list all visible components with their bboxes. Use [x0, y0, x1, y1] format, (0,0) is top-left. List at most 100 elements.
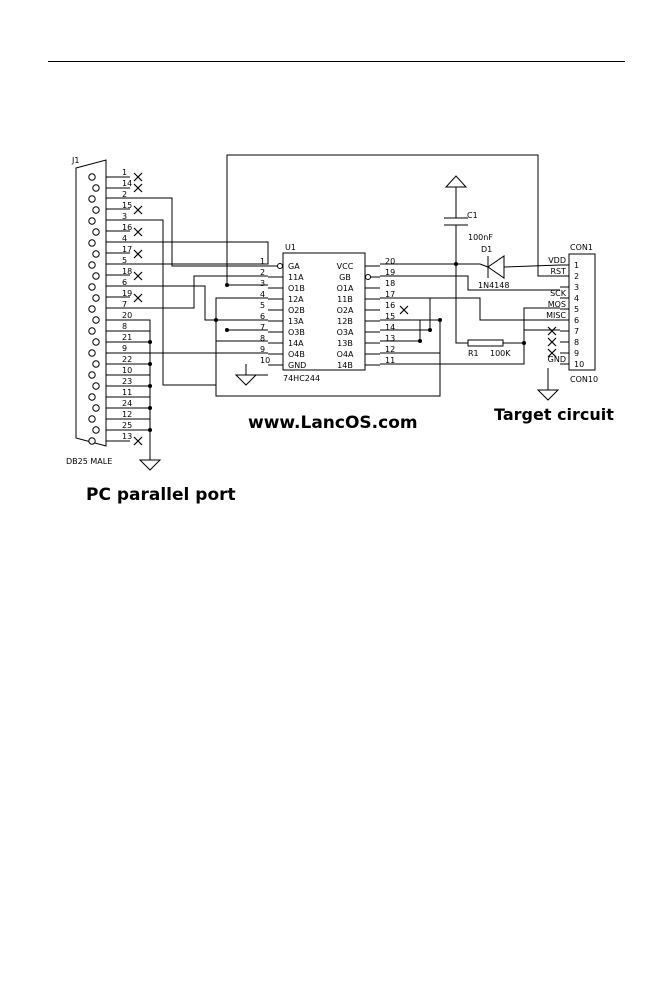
diode-ref: D1 — [481, 245, 492, 254]
ic-right-pin-number: 19 — [385, 268, 395, 277]
connector-signal-label: MISC — [546, 311, 566, 320]
ic-right-pin-number: 18 — [385, 279, 395, 288]
ic-right-pin-name: O3A — [337, 328, 354, 337]
ic-part: 74HC244 — [283, 374, 320, 383]
ic-left-pin-name: 14A — [288, 339, 304, 348]
ic-left-pin-number: 9 — [260, 345, 265, 354]
db25-pin-number: 25 — [122, 421, 132, 430]
db25-pin-number: 22 — [122, 355, 132, 364]
db25-pin-number: 1 — [122, 168, 127, 177]
db25-pin-hole — [92, 404, 100, 412]
no-connect-icon — [133, 271, 143, 281]
db25-pin-hole — [92, 316, 100, 324]
ic-left-pin-number: 2 — [260, 268, 265, 277]
no-connect-icon — [547, 326, 557, 336]
ic-right-pin-name: VCC — [337, 262, 354, 271]
connector-pin-number: 7 — [574, 327, 579, 336]
ic-left-pin-number: 1 — [260, 257, 265, 266]
db25-pin-group: 1142153164175186197208219221023112412251… — [88, 168, 143, 446]
resistor-ref: R1 — [468, 349, 479, 358]
no-connect-icon — [133, 249, 143, 259]
no-connect-icon — [133, 227, 143, 237]
resistor-body — [467, 339, 504, 347]
ic-right-pin-number: 13 — [385, 334, 395, 343]
connector-pin-number: 6 — [574, 316, 579, 325]
db25-pin-hole — [92, 206, 100, 214]
ic-right-pin-name: 13B — [337, 339, 353, 348]
db25-pin-hole — [88, 195, 96, 203]
ic-inverter-bubble — [365, 274, 371, 280]
db25-pin-number: 6 — [122, 278, 127, 287]
ic-body — [282, 252, 366, 371]
db25-pin-hole — [92, 426, 100, 434]
ic-right-pin-number: 16 — [385, 301, 395, 310]
db25-pin-number: 21 — [122, 333, 132, 342]
db25-pin-number: 10 — [122, 366, 132, 375]
ic-left-pin-number: 8 — [260, 334, 265, 343]
db25-name: DB25 MALE — [66, 457, 112, 466]
db25-pin-number: 5 — [122, 256, 127, 265]
db25-pin-number: 2 — [122, 190, 127, 199]
ground-icon — [138, 450, 162, 471]
ic-right-pin-number: 11 — [385, 356, 395, 365]
ic-left-pin-number: 6 — [260, 312, 265, 321]
db25-pin-hole — [88, 217, 96, 225]
db25-ref: J1 — [71, 156, 79, 165]
db25-pin-hole — [88, 261, 96, 269]
db25-pin-number: 17 — [122, 245, 132, 254]
ic-left-pin-name: 11A — [288, 273, 304, 282]
ic-right-pin-number: 20 — [385, 257, 395, 266]
resistor-value: 100K — [490, 349, 511, 358]
db25-pin-number: 13 — [122, 432, 132, 441]
db25-pin-hole — [92, 272, 100, 280]
ic-left-pin-number: 4 — [260, 290, 265, 299]
ic-right-pin-number: 12 — [385, 345, 395, 354]
db25-pin-number: 20 — [122, 311, 132, 320]
db25-pin-hole — [88, 371, 96, 379]
ground-icon — [536, 368, 560, 401]
ic-pin-group: 1GA211A3O1B412A5O2B613A7O3B814A9O4B10GND… — [260, 257, 409, 370]
db25-shell — [75, 159, 107, 447]
wiring — [106, 176, 561, 450]
connector-pin-number: 5 — [574, 305, 579, 314]
ic-left-pin-number: 3 — [260, 279, 265, 288]
db25-pin-hole — [92, 294, 100, 302]
ic-inverter-bubble — [277, 263, 283, 269]
ic-left-pin-name: O2B — [288, 306, 305, 315]
connector-ref: CON1 — [570, 243, 593, 252]
db25-pin-hole — [92, 382, 100, 390]
ic-right-pin-number: 14 — [385, 323, 395, 332]
connector-pin-number: 4 — [574, 294, 579, 303]
no-connect-icon — [133, 205, 143, 215]
db25-pin-number: 14 — [122, 179, 132, 188]
pc-parallel-port-label: PC parallel port — [86, 485, 236, 505]
ic-right-pin-name: O4A — [337, 350, 354, 359]
connector-pin-number: 9 — [574, 349, 579, 358]
connector-signal-label: VDD — [548, 256, 566, 265]
connector-pin-number: 8 — [574, 338, 579, 347]
junctions — [148, 262, 526, 432]
connector-signal-label: MOS — [548, 300, 566, 309]
db25-pin-number: 24 — [122, 399, 132, 408]
ic-left-pin-name: GND — [288, 361, 306, 370]
db25-pin-hole — [88, 327, 96, 335]
db25-pin-hole — [88, 415, 96, 423]
connector-body — [568, 253, 596, 371]
db25-pin-hole — [92, 228, 100, 236]
db25-pin-hole — [88, 305, 96, 313]
ic-right-pin-name: O1A — [337, 284, 354, 293]
ic-left-pin-name: 13A — [288, 317, 304, 326]
db25-pin-number: 3 — [122, 212, 127, 221]
db25-pin-number: 16 — [122, 223, 132, 232]
ic-left-pin-number: 5 — [260, 301, 265, 310]
db25-pin-number: 18 — [122, 267, 132, 276]
ic-left-pin-name: O3B — [288, 328, 305, 337]
connector-signal-label: RST — [550, 267, 566, 276]
db25-pin-hole — [88, 283, 96, 291]
db25-pin-hole — [92, 184, 100, 192]
connector-pin-number: 1 — [574, 261, 579, 270]
db25-pin-hole — [92, 338, 100, 346]
db25-pin-number: 23 — [122, 377, 132, 386]
connector-signal-label: SCK — [550, 289, 567, 298]
no-connect-icon — [133, 183, 143, 193]
